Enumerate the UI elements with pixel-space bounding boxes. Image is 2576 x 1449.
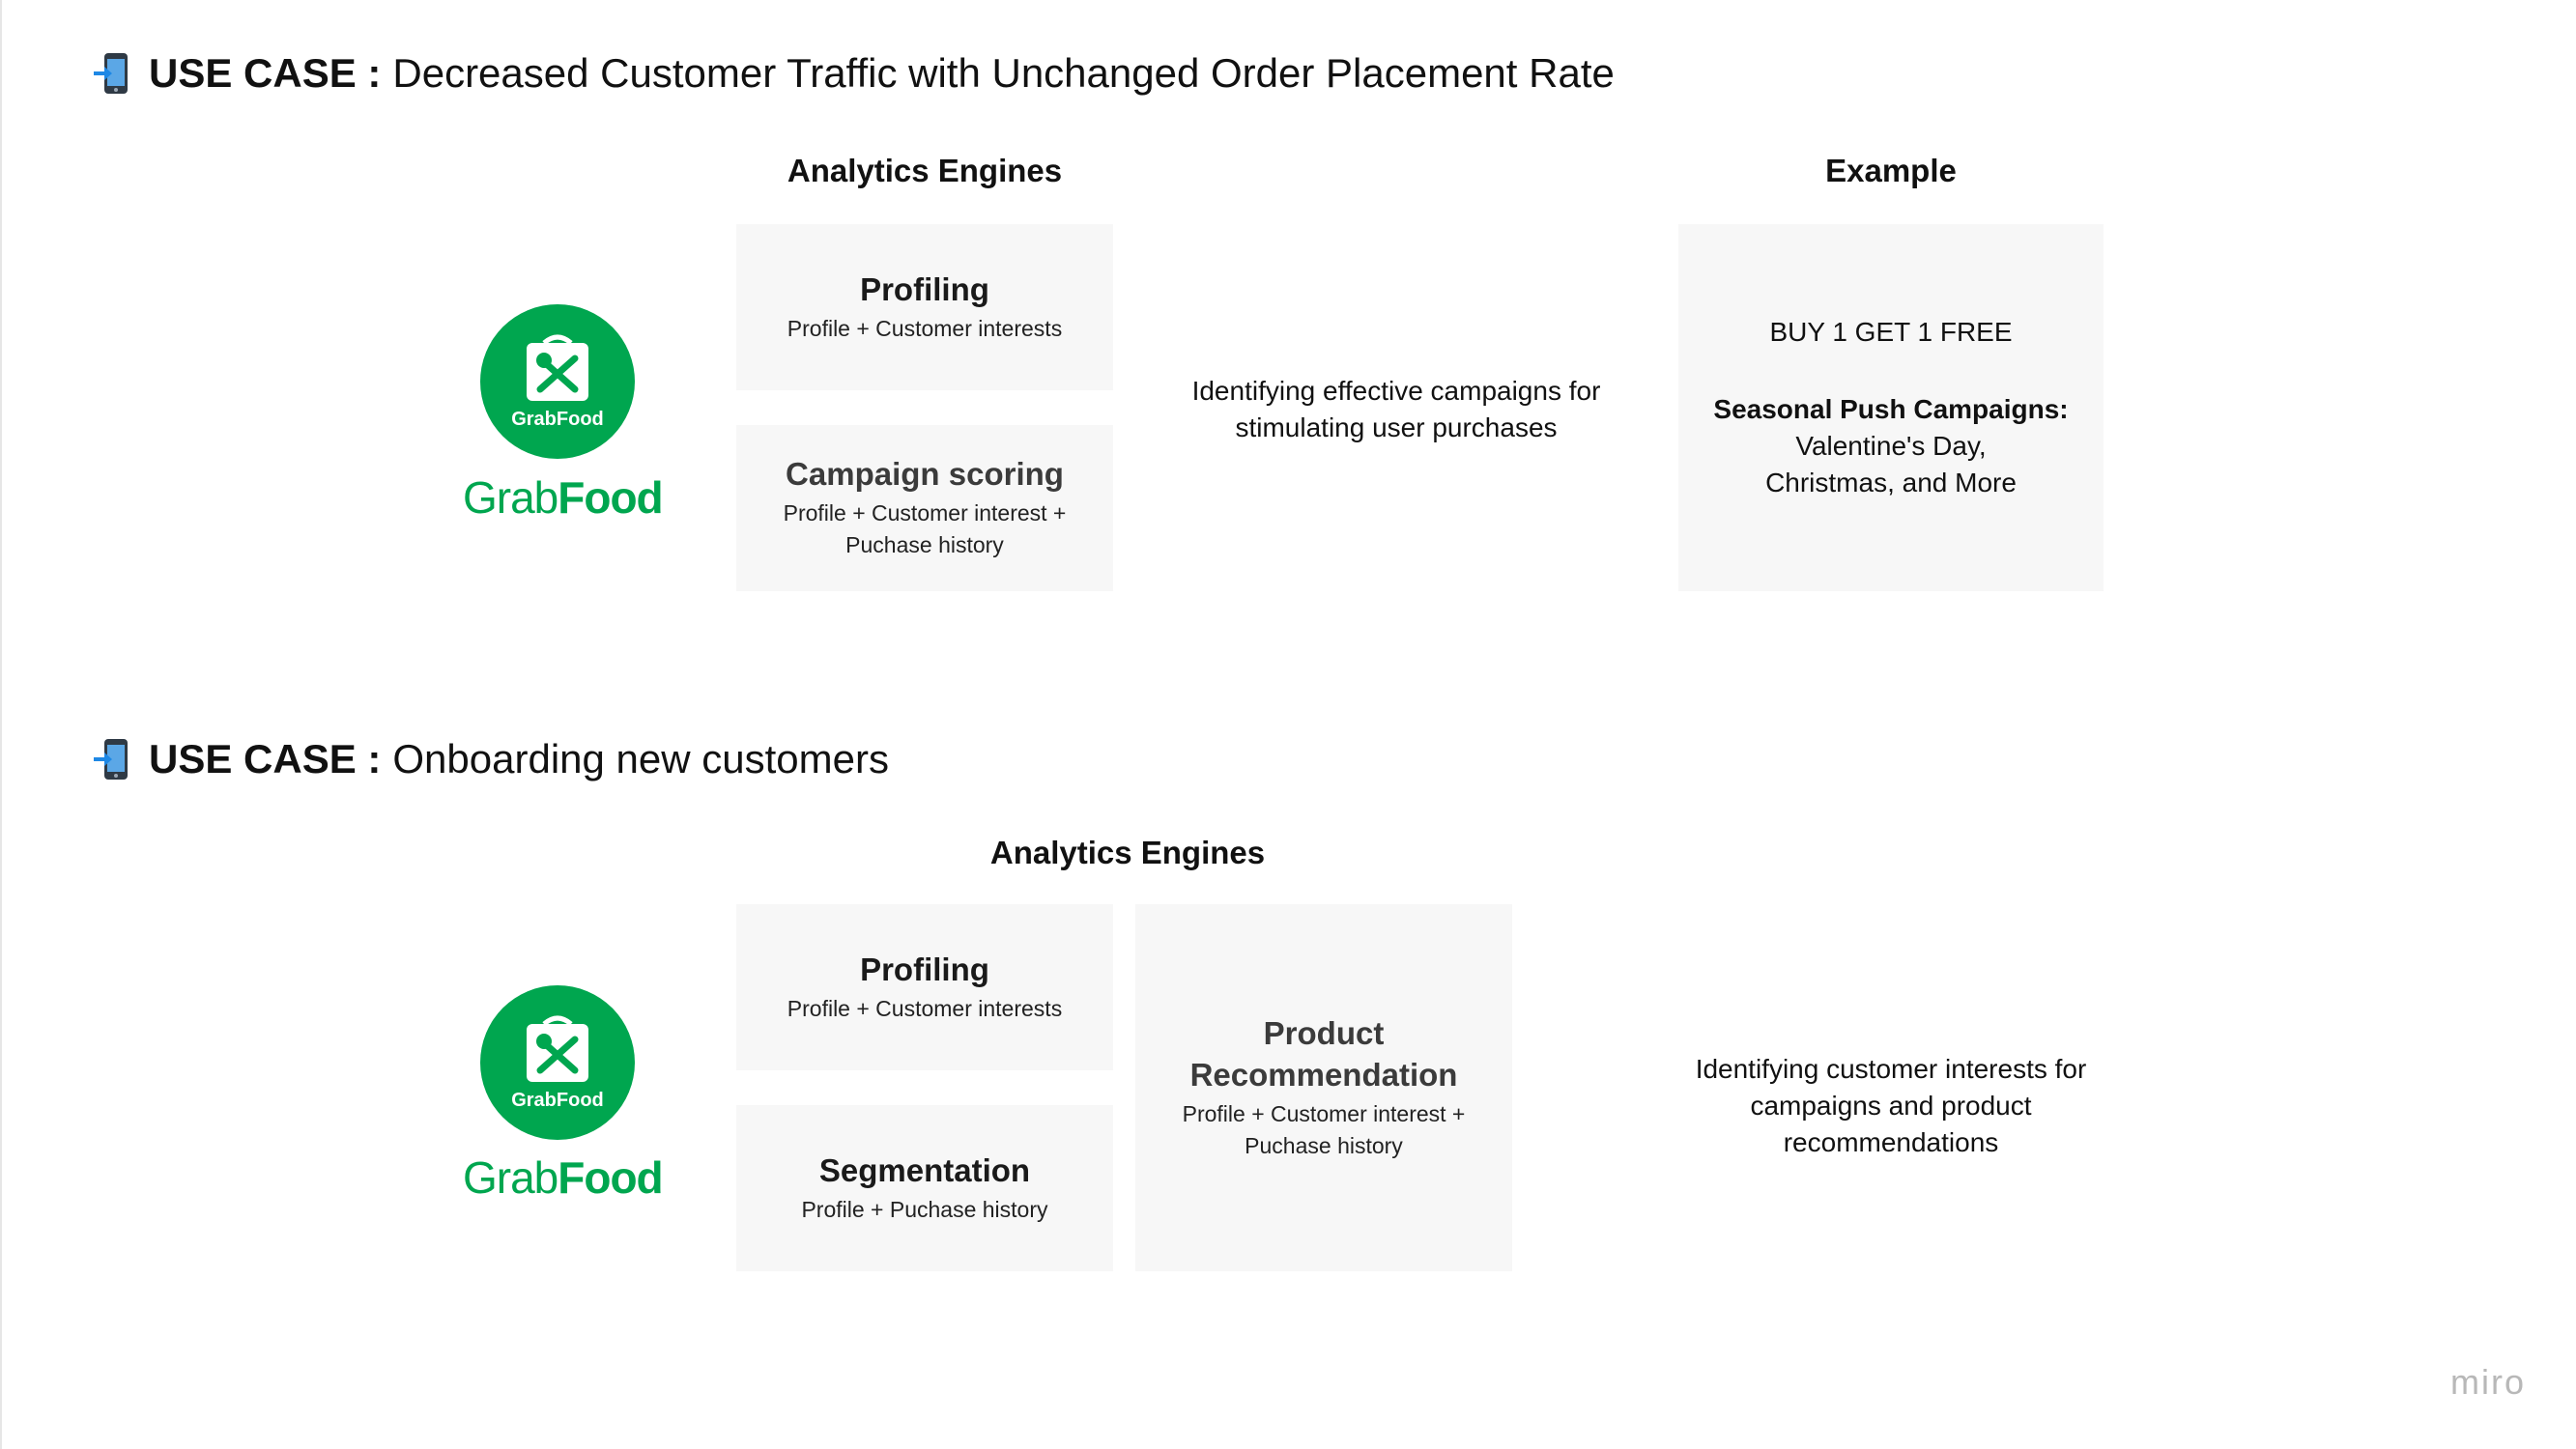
engine-card-profiling: Profiling Profile + Customer interests [736,224,1113,390]
example-line-valentines: Valentine's Day, [1795,431,1987,461]
mobile-phone-arrow-icon [94,53,128,94]
engine-card-segmentation: Segmentation Profile + Puchase history [736,1105,1113,1271]
use-case-1-heading: USE CASE : Decreased Customer Traffic wi… [93,50,1615,97]
grabfood-logo-badge: GrabFood [480,304,635,459]
miro-watermark: miro [2450,1362,2526,1402]
analytics-engines-header: Analytics Engines [989,835,1266,870]
engine-card-product-recommendation: Product Recommendation Profile + Custome… [1135,904,1512,1271]
grabfood-wordmark: GrabFood [463,471,664,524]
food-bag-icon [527,334,588,401]
analytics-engines-header: Analytics Engines [787,153,1063,188]
engine-card-campaign-scoring: Campaign scoring Profile + Customer inte… [736,425,1113,591]
card-subtitle: Profile + Customer interests [787,995,1063,1021]
card-subtitle: Profile + Customer interests [787,315,1063,341]
use-case-title: Decreased Customer Traffic with Unchange… [392,50,1615,96]
use-case-2-heading: USE CASE : Onboarding new customers [93,736,889,782]
wordmark-food: Food [558,472,663,523]
wordmark-food: Food [558,1152,663,1203]
example-card: BUY 1 GET 1 FREE Seasonal Push Campaigns… [1678,224,2104,591]
card-title: Profiling [860,270,989,307]
card-title: Profiling [860,951,989,987]
card-title: Campaign scoring [786,456,1064,493]
card-subtitle: Profile + Customer interest + Puchase hi… [783,500,1067,558]
example-offer: BUY 1 GET 1 FREE [1769,317,2013,348]
mobile-phone-arrow-icon [94,739,128,780]
example-line-christmas: Christmas, and More [1765,467,2017,497]
example-header: Example [1825,153,1957,188]
card-subtitle: Profile + Customer interest + Puchase hi… [1182,1100,1466,1158]
wordmark-grab: Grab [463,1152,558,1203]
card-subtitle: Profile + Puchase history [801,1196,1048,1222]
food-bag-icon [527,1015,588,1082]
use-case-title: Onboarding new customers [392,736,889,781]
badge-text: GrabFood [511,1090,604,1111]
badge-text: GrabFood [511,409,604,430]
example-seasonal-label: Seasonal Push Campaigns: [1713,394,2069,425]
wordmark-grab: Grab [463,472,558,523]
grabfood-logo-badge: GrabFood [480,985,635,1140]
card-title: Product Recommendation [1189,1014,1458,1093]
use-case-2-description: Identifying customer interests for campa… [1695,1054,2087,1157]
grabfood-wordmark: GrabFood [463,1151,664,1204]
card-title: Segmentation [818,1151,1031,1188]
use-case-label: USE CASE : [149,50,382,96]
use-case-1-description: Identifying effective campaigns for stim… [1191,376,1601,442]
engine-card-profiling: Profiling Profile + Customer interests [736,904,1113,1070]
board-edge [0,0,2,1449]
use-case-label: USE CASE : [149,736,382,781]
